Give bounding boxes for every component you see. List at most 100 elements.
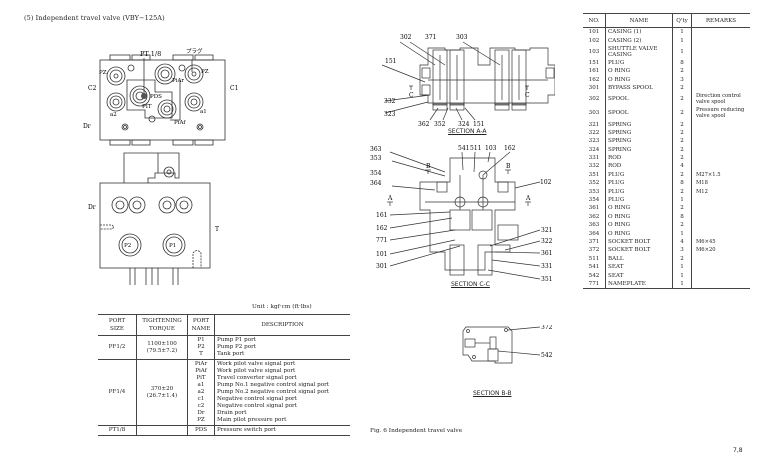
- callout-103: 103: [485, 145, 497, 152]
- parts-cell-name: SPRING: [608, 146, 632, 153]
- parts-cell-qty: 1: [672, 279, 692, 290]
- parts-cell-name: BYPASS SPOOL: [608, 85, 653, 92]
- parts-cell-remarks: M6×20: [696, 247, 716, 254]
- callout-102: 102: [540, 179, 552, 186]
- label-a2: a2: [110, 112, 117, 118]
- label-pit: PIT: [142, 104, 152, 110]
- callout-161: 161: [376, 212, 387, 219]
- torque-value: 1100±100: [147, 340, 177, 347]
- parts-cell-remarks: M6×45: [696, 239, 716, 245]
- top-view-drawing: PT 1/8 プラグ PZ PZ C2 C1 a2 a1 PDS PIT PiA…: [83, 47, 238, 146]
- parts-cell-no: 541: [583, 262, 606, 272]
- parts-cell-no: 321: [583, 120, 606, 129]
- callout-324: 324: [458, 121, 470, 128]
- parts-cell-remarks: [692, 213, 751, 221]
- label-dr: Dr: [83, 123, 91, 130]
- parts-cell-no: 303: [583, 106, 606, 121]
- port-description: Work pilot valve signal port: [217, 368, 296, 374]
- torque-value: 370±20: [150, 385, 174, 392]
- parts-cell-qty: 2: [672, 254, 692, 263]
- port-name: T: [199, 351, 203, 357]
- port-description: Pump P2 port: [217, 344, 257, 350]
- parts-cell-qty: 2: [672, 137, 692, 146]
- torque-value: (79.5±7.2): [146, 347, 178, 354]
- parts-cell-no: 351: [583, 170, 606, 180]
- callout-323: 323: [384, 111, 396, 118]
- parts-cell-remarks: [691, 279, 750, 290]
- header-description: DESCRIPTION: [214, 314, 350, 336]
- port-description: Pump No.2 negative control signal port: [217, 389, 329, 395]
- parts-cell-no: 511: [583, 254, 606, 263]
- callout-371: 371: [425, 34, 436, 41]
- parts-cell-qty: 8: [672, 179, 692, 188]
- port-descriptions: Pressure switch port: [214, 425, 350, 436]
- parts-cell-qty: 2: [672, 67, 692, 76]
- port-description: Travel converter signal port: [217, 375, 297, 381]
- parts-cell-qty: 2: [672, 145, 692, 154]
- parts-cell-no: 161: [583, 67, 606, 76]
- callout-321: 321: [541, 227, 552, 234]
- parts-cell-qty: 2: [672, 170, 692, 180]
- callout-542: 542: [541, 352, 553, 359]
- cut-c-right: C: [525, 92, 530, 99]
- parts-cell-name: O RING: [608, 205, 631, 212]
- parts-cell-name: SPOOL: [608, 110, 629, 117]
- port-description: Pressure switch port: [217, 427, 276, 433]
- parts-cell-remarks: [692, 196, 751, 204]
- parts-cell-remarks: [692, 28, 751, 37]
- parts-cell-remarks: [692, 137, 751, 145]
- label-piaf: PiAf: [174, 120, 186, 126]
- parts-cell-qty: 1: [672, 27, 692, 37]
- parts-cell-no: 362: [583, 212, 606, 222]
- parts-cell-name: NAMEPLATE: [605, 279, 673, 290]
- callout-771: 771: [376, 237, 387, 244]
- parts-cell-no: 322: [583, 128, 606, 138]
- callout-332: 332: [384, 98, 396, 105]
- parts-cell-name: PLUG: [608, 180, 625, 187]
- section-aa-title: SECTION A-A: [448, 128, 487, 135]
- parts-cell-no: 332: [583, 162, 606, 171]
- parts-cell-name: CASING (2): [608, 37, 642, 44]
- port-name: c2: [197, 403, 205, 409]
- port-size: PF1/4: [98, 359, 137, 426]
- label-t: T: [215, 226, 219, 233]
- callout-541: 541: [458, 145, 469, 152]
- callout-303: 303: [456, 34, 468, 41]
- port-name: PZ: [197, 417, 205, 423]
- parts-cell-qty: 3: [672, 75, 692, 84]
- parts-cell-qty: 8: [672, 212, 692, 222]
- parts-cell-name: O RING: [608, 213, 631, 220]
- port-name: PiAf: [195, 368, 207, 374]
- parts-cell-remarks: [692, 255, 751, 263]
- parts-cell-qty: 2: [672, 120, 692, 129]
- parts-cell-remarks: [692, 204, 751, 212]
- parts-cell-qty: 2: [672, 106, 692, 121]
- parts-cell-name: BALL: [608, 255, 624, 262]
- port-name: c1: [197, 396, 205, 402]
- section-cc-title: SECTION C-C: [451, 281, 490, 288]
- parts-cell-qty: 4: [672, 162, 692, 171]
- parts-cell-no: 364: [583, 229, 606, 238]
- parts-cell-no: 323: [583, 137, 606, 146]
- parts-cell-remarks: [692, 162, 751, 170]
- header-remarks: REMARKS: [691, 13, 750, 28]
- label-pz-left: PZ: [99, 70, 107, 76]
- port-name: Dr: [197, 410, 205, 416]
- port-name: PDS: [194, 427, 208, 433]
- parts-cell-qty: 2: [672, 187, 692, 196]
- parts-cell-name: PLUG: [608, 197, 625, 204]
- parts-cell-name: SPRING: [608, 121, 632, 128]
